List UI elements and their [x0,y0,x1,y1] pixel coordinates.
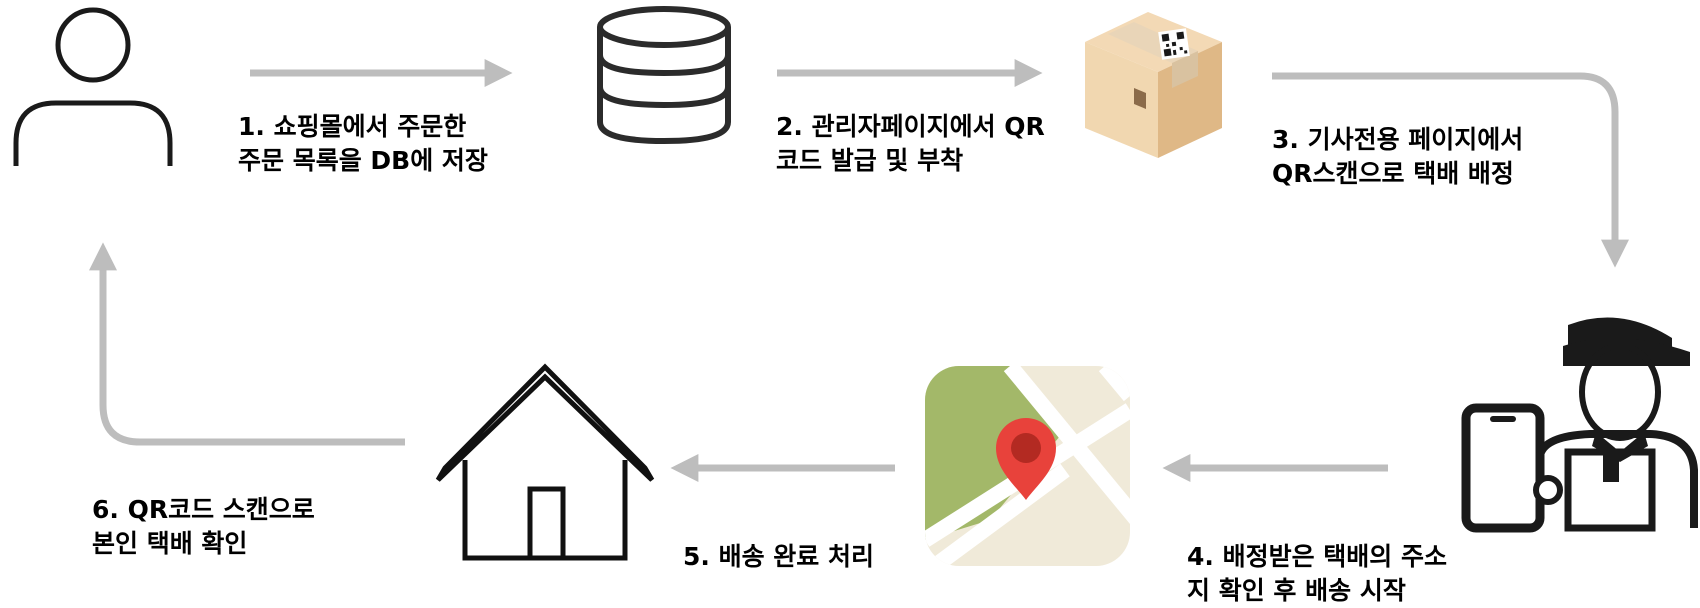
step-3-line1: 3. 기사전용 페이지에서 [1272,125,1524,154]
arrow-house-to-user [89,242,405,446]
map-icon [925,366,1130,566]
step-4-line1: 4. 배정받은 택배의 주소 [1187,542,1448,571]
step-6-line2: 본인 택배 확인 [92,529,248,558]
step-2-line2: 코드 발급 및 부착 [776,146,964,175]
step-2-label: 2. 관리자페이지에서 QR 코드 발급 및 부착 [776,110,1045,178]
flow-arrows [89,59,1629,482]
house-icon [435,363,655,561]
step-3-label: 3. 기사전용 페이지에서 QR스캔으로 택배 배정 [1272,123,1523,191]
arrow-package-to-courier [1272,72,1629,268]
step-6-label: 6. QR코드 스캔으로 본인 택배 확인 [92,493,315,561]
step-2-line1: 2. 관리자페이지에서 QR [776,112,1045,141]
step-5-line1: 5. 배송 완료 처리 [683,542,875,571]
user-icon [13,7,173,166]
package-icon [1085,12,1222,158]
step-4-label: 4. 배정받은 택배의 주소 지 확인 후 배송 시작 [1187,540,1447,608]
step-6-line1: 6. QR코드 스캔으로 [92,495,315,524]
database-icon [597,6,731,145]
step-1-label: 1. 쇼핑몰에서 주문한 주문 목록을 DB에 저장 [238,110,488,178]
step-1-line2: 주문 목록을 DB에 저장 [238,146,488,175]
step-1-line1: 1. 쇼핑몰에서 주문한 [238,112,467,141]
courier-icon [1461,317,1698,533]
step-3-line2: QR스캔으로 택배 배정 [1272,159,1514,188]
step-4-line2: 지 확인 후 배송 시작 [1187,576,1406,605]
step-5-label: 5. 배송 완료 처리 [683,540,874,574]
